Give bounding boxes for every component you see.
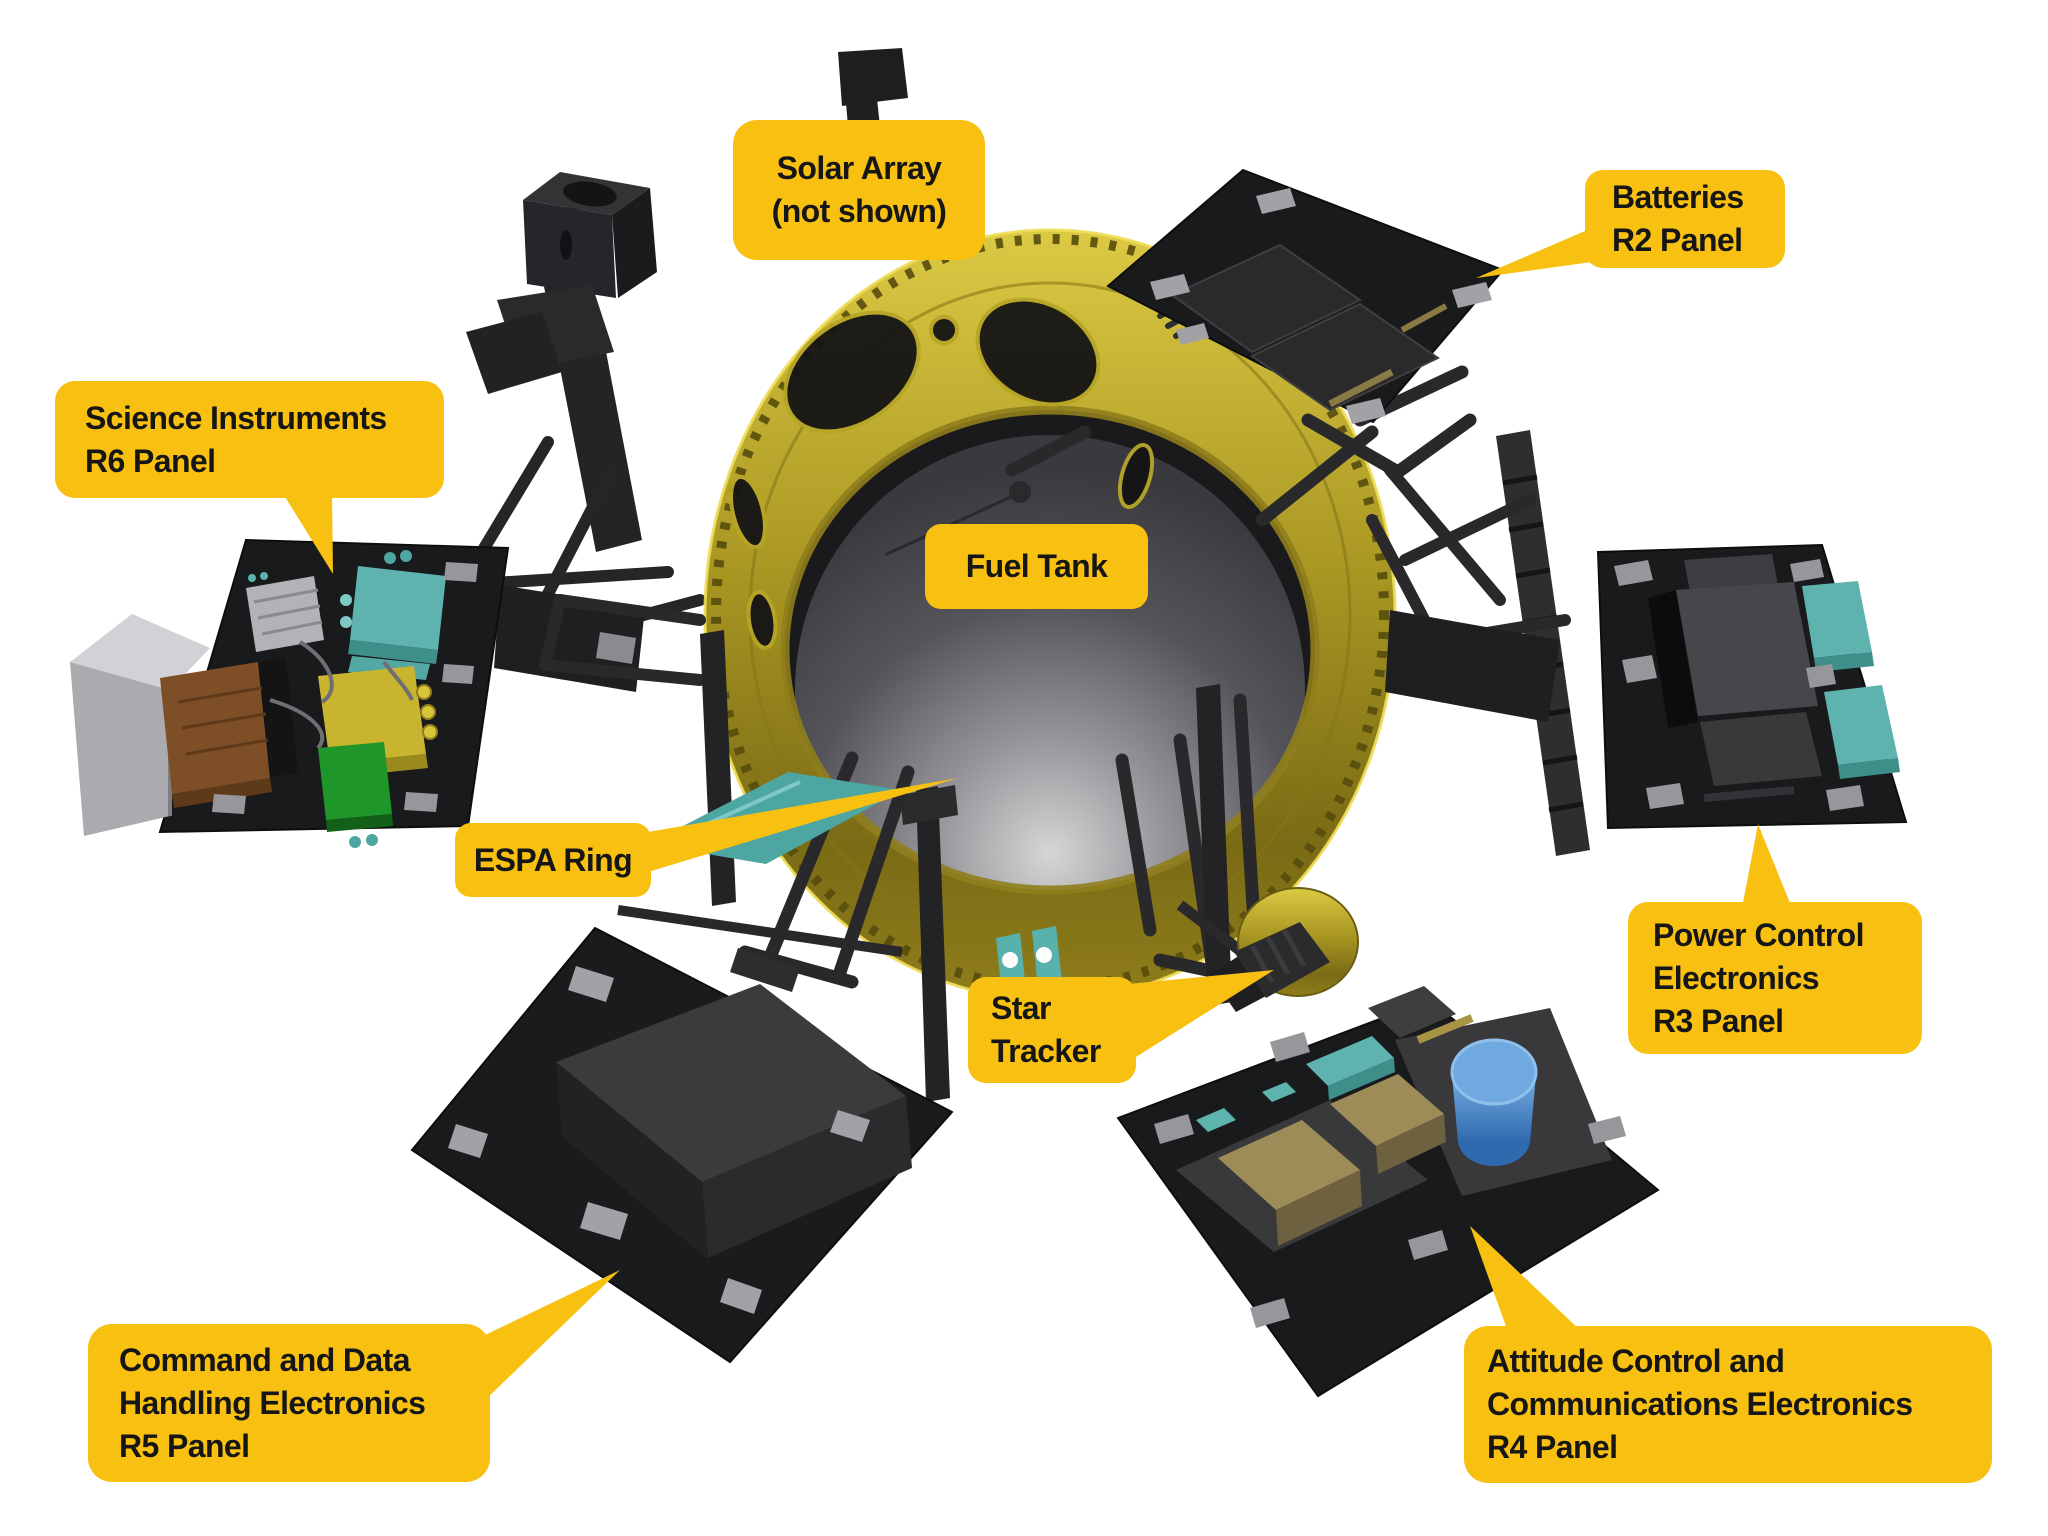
callout-text: Communications Electronics — [1487, 1386, 1913, 1422]
callout-text: ESPA Ring — [473, 841, 633, 878]
electronics-box — [1700, 712, 1822, 786]
callout-text: Tracker — [991, 1033, 1101, 1069]
battery-box — [1170, 243, 1362, 354]
ring-port-holes — [729, 297, 1155, 650]
teal-unit — [1802, 581, 1872, 658]
leader-power — [1742, 824, 1792, 908]
instrument-horn — [70, 614, 210, 690]
callout-text: Batteries — [1612, 179, 1744, 215]
leader-espa — [648, 778, 958, 872]
leader-batteries — [1476, 228, 1592, 278]
leader-attitude — [1470, 1226, 1582, 1332]
batteries-panel-graphic — [1106, 168, 1505, 424]
callout-science-instruments: Science Instruments R6 Panel — [55, 381, 444, 498]
leader-science — [282, 492, 333, 574]
callout-text: R2 Panel — [1612, 222, 1743, 258]
callout-text: R4 Panel — [1487, 1429, 1618, 1465]
callout-text: R6 Panel — [85, 442, 216, 479]
callout-text: Handling Electronics — [119, 1384, 426, 1421]
command-data-panel-graphic — [410, 926, 954, 1364]
leader-star — [1128, 970, 1274, 1062]
callout-espa-ring: ESPA Ring — [455, 823, 651, 897]
callout-command-data: Command and Data Handling Electronics R5… — [88, 1324, 490, 1482]
comms-box — [1218, 1120, 1360, 1210]
instrument-brown — [160, 662, 270, 794]
instrument-green — [318, 742, 392, 820]
callout-text: R5 Panel — [119, 1427, 250, 1464]
callout-text: Power Control — [1653, 916, 1864, 953]
callout-text: Star — [991, 990, 1051, 1026]
callout-star-tracker: Star Tracker — [968, 977, 1136, 1083]
science-panel-graphic — [70, 538, 510, 848]
callout-text: Command and Data — [119, 1341, 410, 1378]
power-electronics-panel-graphic — [1596, 543, 1908, 830]
callout-text: Solar Array — [776, 150, 942, 186]
callout-text: (not shown) — [771, 193, 947, 229]
cdh-box — [556, 984, 906, 1182]
leader-lines — [282, 228, 1792, 1402]
electronics-box — [1676, 582, 1818, 716]
leader-command — [483, 1270, 620, 1402]
callout-text: R3 Panel — [1653, 1002, 1784, 1039]
teal-unit — [1824, 685, 1898, 765]
callout-text: Science Instruments — [85, 399, 387, 436]
callout-text: Attitude Control and — [1487, 1343, 1785, 1379]
callout-batteries: Batteries R2 Panel — [1585, 170, 1785, 268]
battery-box — [1250, 302, 1440, 412]
callout-text: Fuel Tank — [965, 548, 1108, 584]
comms-box — [1330, 1074, 1444, 1146]
instrument-teal — [350, 566, 446, 650]
callout-fuel-tank: Fuel Tank — [925, 524, 1148, 609]
callout-text: Electronics — [1653, 959, 1820, 996]
instrument-gold — [318, 666, 426, 764]
callout-attitude-control: Attitude Control and Communications Elec… — [1464, 1326, 1992, 1483]
callout-power-control: Power Control Electronics R3 Panel — [1628, 902, 1922, 1054]
attitude-comms-panel-graphic — [1116, 986, 1660, 1398]
callout-solar-array: Solar Array (not shown) — [733, 120, 985, 260]
